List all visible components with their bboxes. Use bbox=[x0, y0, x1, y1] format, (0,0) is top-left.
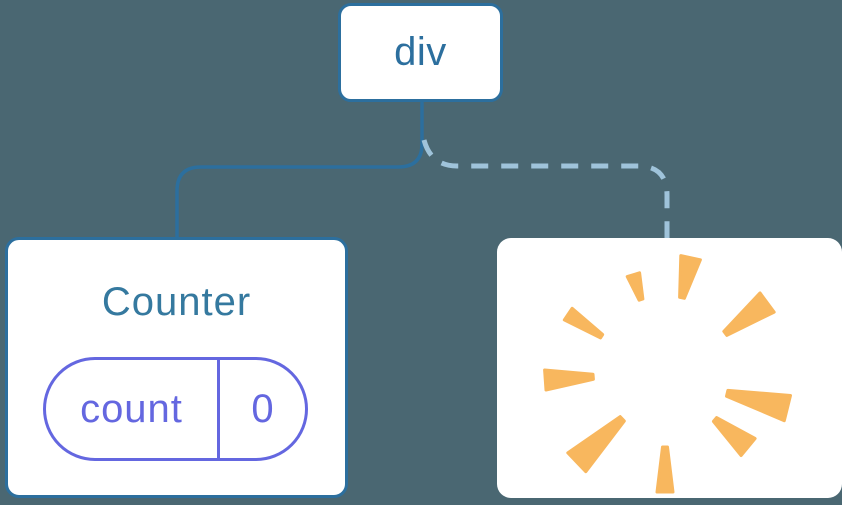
counter-card-title: Counter bbox=[101, 280, 252, 324]
state-value-label: 0 bbox=[217, 360, 305, 458]
dashed-connector-line bbox=[421, 139, 670, 238]
poof-ray bbox=[543, 368, 595, 392]
starburst-poof-icon bbox=[543, 254, 792, 494]
poof-ray bbox=[625, 271, 645, 302]
poof-ray bbox=[562, 306, 605, 340]
counter-component-card: Counter count 0 bbox=[5, 237, 348, 498]
root-node-div: div bbox=[338, 3, 503, 102]
poof-ray bbox=[722, 291, 776, 337]
removed-component-card bbox=[497, 238, 842, 498]
state-pill: count 0 bbox=[43, 357, 308, 461]
poof-ray bbox=[725, 388, 792, 423]
poof-ray bbox=[711, 416, 757, 457]
poof-ray bbox=[655, 445, 675, 494]
root-node-label: div bbox=[394, 30, 447, 74]
solid-connector-line bbox=[175, 101, 424, 239]
state-key-label: count bbox=[80, 386, 183, 431]
poof-ray bbox=[678, 254, 702, 300]
poof-ray bbox=[566, 415, 626, 474]
